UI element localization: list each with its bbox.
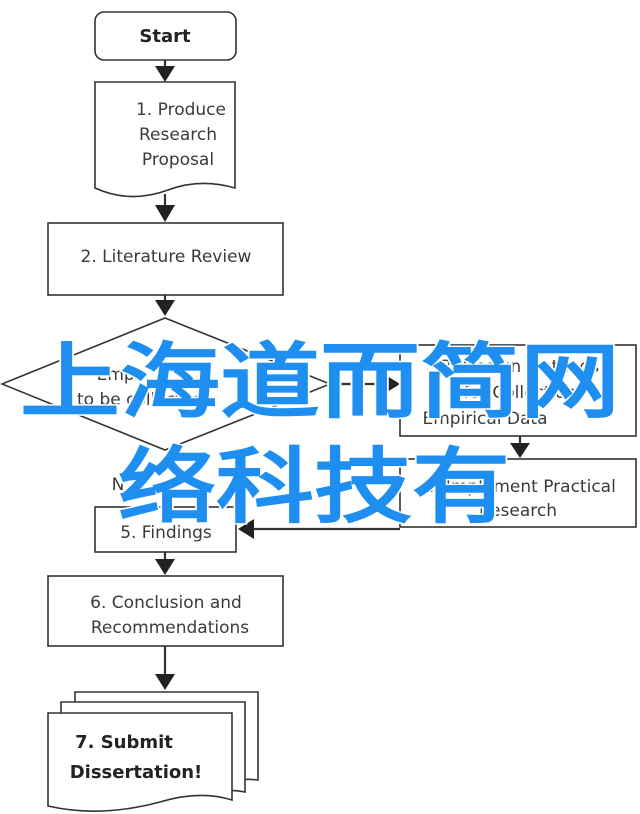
literature-label: 2. Literature Review <box>81 247 252 267</box>
arrow-design-to-practical <box>510 436 530 458</box>
decision-label-line2: to be collected <box>77 390 203 410</box>
arrow-conclusion-to-submit <box>155 646 175 690</box>
findings-label: 5. Findings <box>120 523 212 543</box>
design-node: 3. Design Methods for Collection Empiric… <box>399 344 637 437</box>
proposal-node: 1. Produce Research Proposal <box>94 81 236 198</box>
design-label-line3: Empirical Data <box>422 409 547 429</box>
watermark: 上海道而简网 络科技有 <box>19 334 622 537</box>
arrow-proposal-to-literature <box>155 194 175 222</box>
design-label-line2: for Collection <box>464 383 577 403</box>
watermark-line2: 络科技有 <box>118 440 510 535</box>
decision-node: Empi to be collected <box>0 317 333 451</box>
decision-no-label: N <box>112 475 125 495</box>
arrow-findings-to-conclusion <box>155 552 175 575</box>
conclusion-node: 6. Conclusion and Recommendations <box>47 575 284 647</box>
start-label: Start <box>139 26 191 47</box>
conclusion-label-line2: Recommendations <box>91 618 249 638</box>
arrow-practical-to-findings <box>238 519 400 539</box>
arrow-start-to-proposal <box>155 60 175 82</box>
submit-label-line2: Dissertation! <box>70 762 203 783</box>
findings-node: 5. Findings <box>94 506 237 553</box>
decision-label-line1: Empi <box>97 365 140 385</box>
literature-node: 2. Literature Review <box>47 222 284 296</box>
proposal-label-line2: Research <box>139 125 217 145</box>
proposal-label-line3: Proposal <box>142 150 214 170</box>
submit-label-line1: 7. Submit <box>75 732 173 753</box>
conclusion-label-line1: 6. Conclusion and <box>90 593 242 613</box>
practical-label-line2: Research <box>479 501 557 521</box>
watermark-line1: 上海道而简网 <box>20 335 620 430</box>
arrow-decision-to-design <box>330 374 400 394</box>
proposal-label-line1: 1. Produce <box>136 100 226 120</box>
start-node: Start <box>94 11 237 61</box>
practical-node: 4. Implement Practical Research <box>399 458 637 528</box>
design-label-line1: 3. Design Methods <box>441 357 599 377</box>
practical-label-line1: 4. Implement Practical <box>424 477 616 497</box>
arrow-literature-to-decision <box>155 295 175 316</box>
submit-node: 7. Submit Dissertation! <box>47 691 259 812</box>
